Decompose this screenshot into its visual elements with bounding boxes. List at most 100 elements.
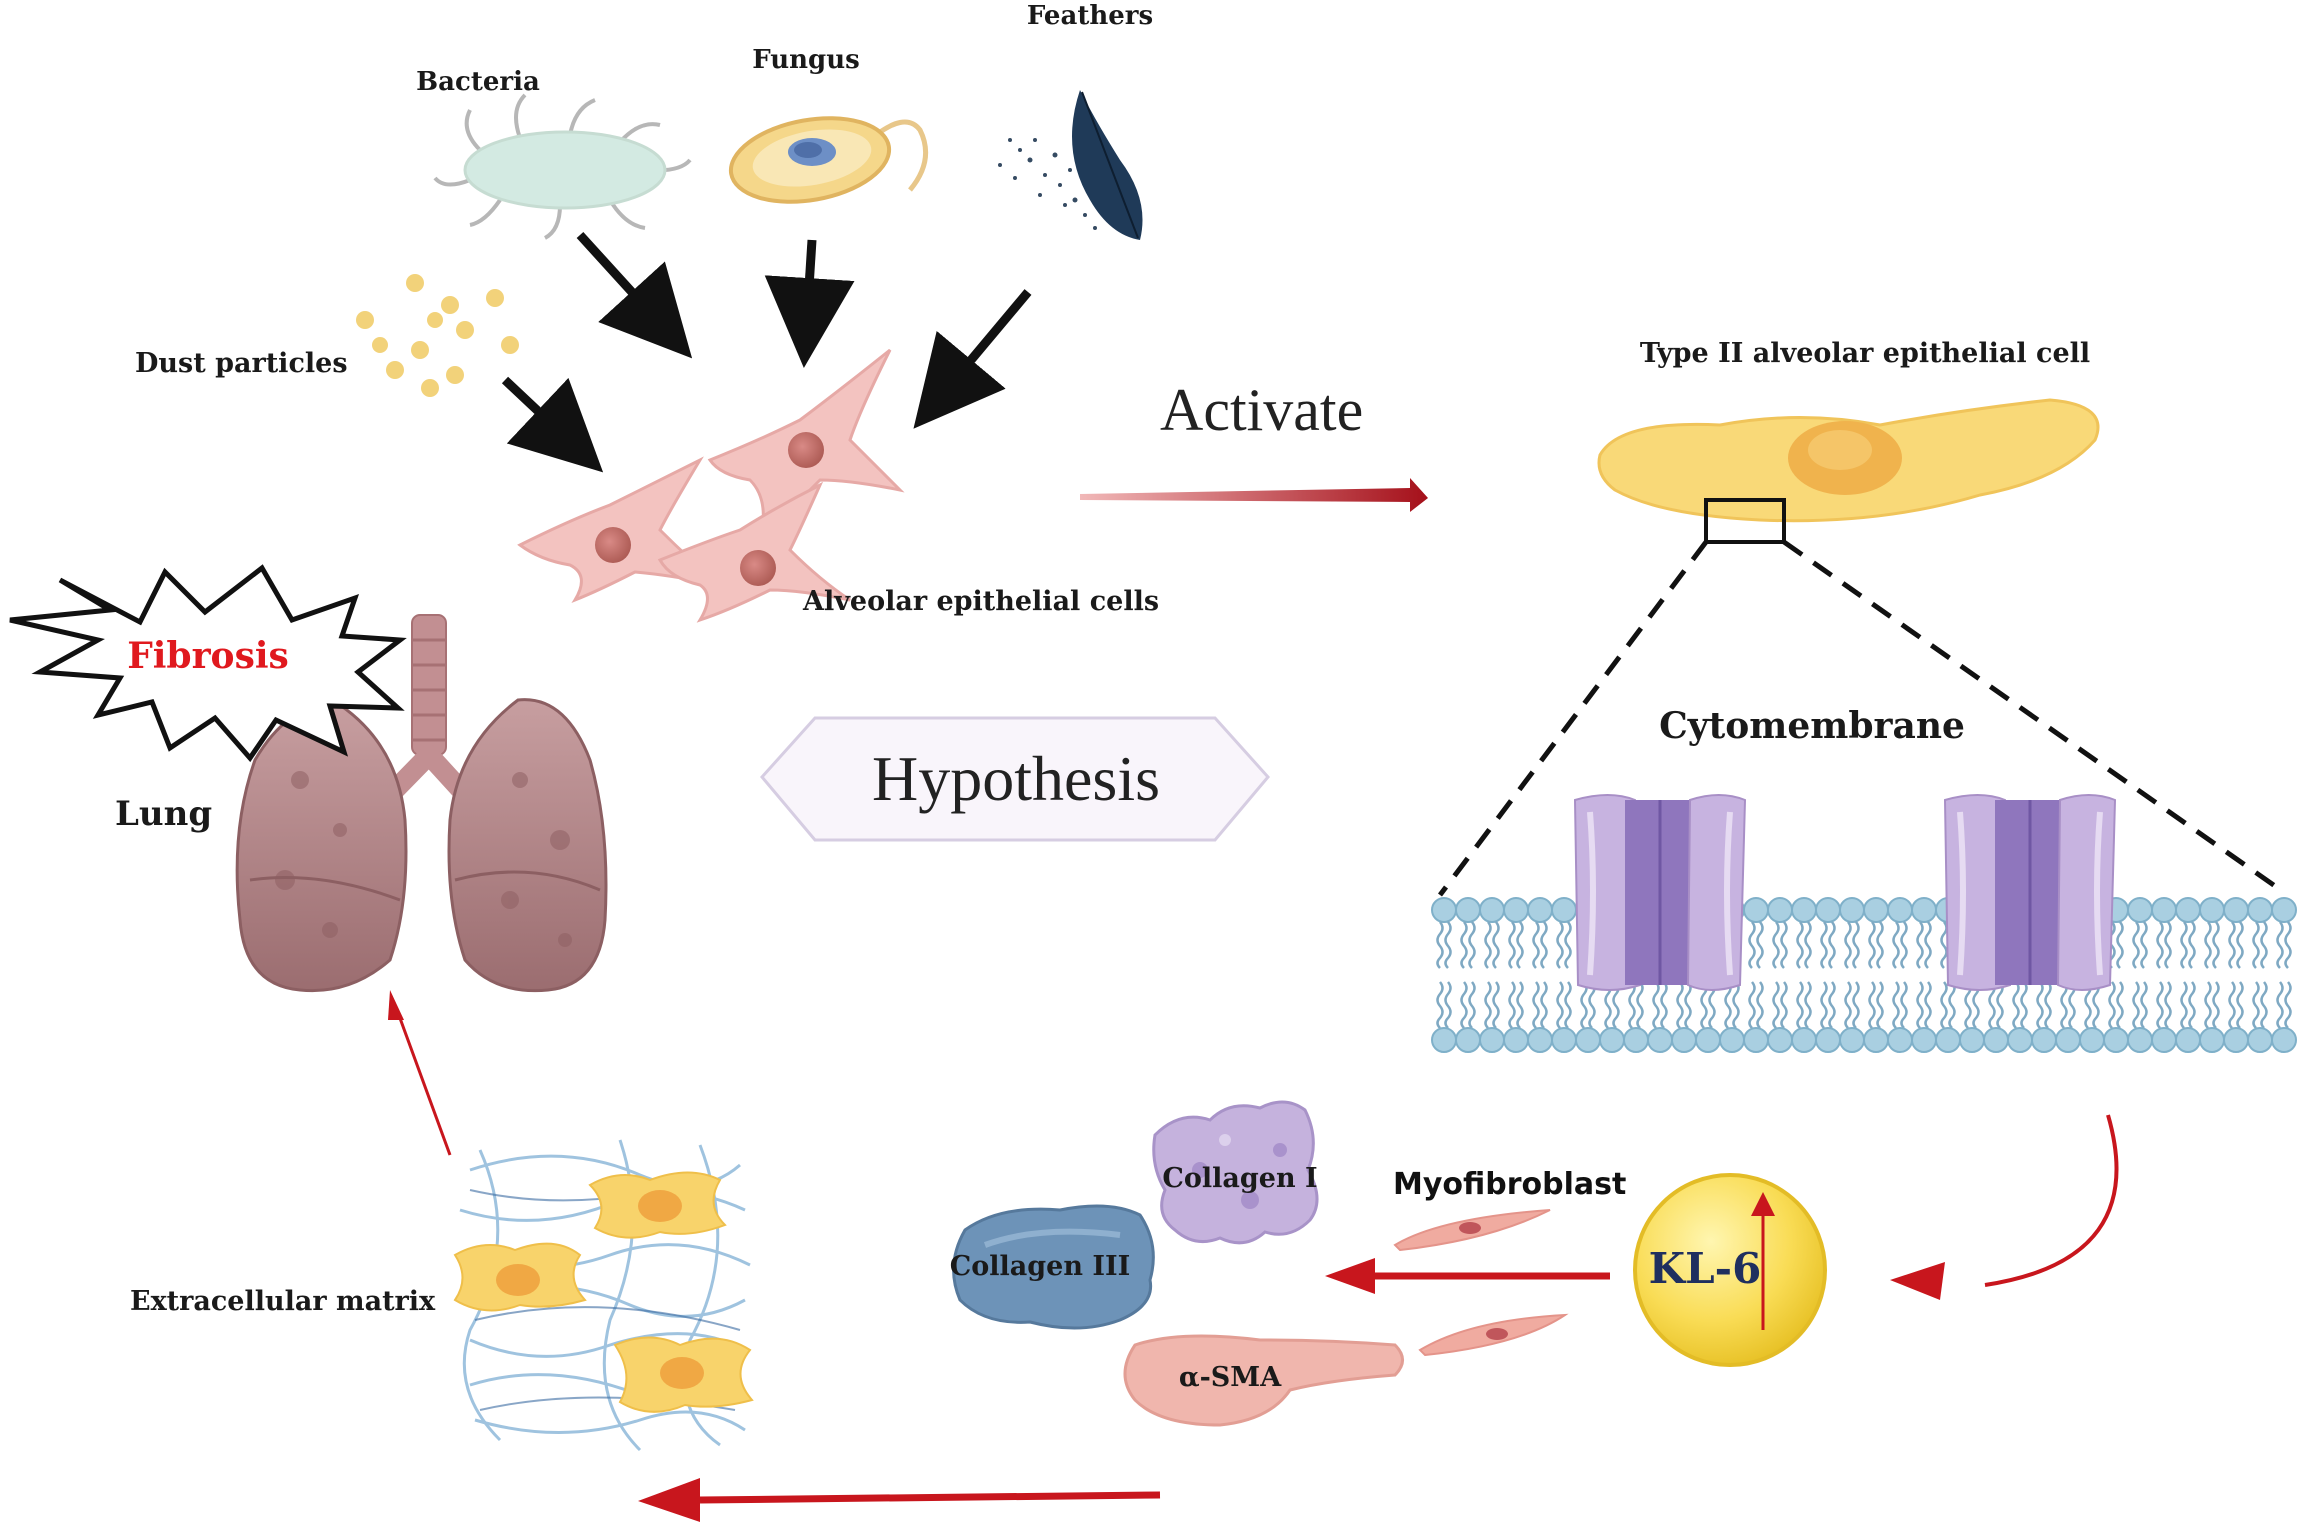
lipid-tail (2180, 981, 2188, 1029)
lipid-head-inner (1815, 1027, 1841, 1053)
lipid-tail (2156, 981, 2164, 1029)
zoom-box (1704, 498, 1786, 544)
lipid-tail (1876, 981, 1884, 1029)
lipid-head-inner (2247, 1027, 2273, 1053)
lipid-tail (1772, 981, 1780, 1029)
dust-particles-illustration (356, 274, 519, 397)
lipid-head-inner (1887, 1027, 1913, 1053)
collagen-1-label: Collagen I (1162, 1163, 1317, 1194)
lipid-tail (1460, 981, 1468, 1029)
lipid-tail (1460, 921, 1468, 969)
lipid-tail (1892, 921, 1900, 969)
lipid-tail (1540, 981, 1548, 1029)
lipid-head-inner (2271, 1027, 2297, 1053)
lipid-tail (1844, 981, 1852, 1029)
lipid-tail (2060, 981, 2068, 1029)
myofibroblast-cell-upper (1393, 1209, 1551, 1252)
lipid-head-outer (1815, 897, 1841, 923)
lipid-tail (2204, 981, 2212, 1029)
lipid-head-inner (2151, 1027, 2177, 1053)
fibrosis-label: Fibrosis (127, 635, 289, 677)
collagen-1-illustration (1152, 1100, 1319, 1245)
lipid-tail (1516, 981, 1524, 1029)
lipid-tail (1868, 981, 1876, 1029)
lipid-tail (1484, 981, 1492, 1029)
lipid-tail (2132, 981, 2140, 1029)
lipid-head-inner (2127, 1027, 2153, 1053)
lipid-head-inner (1791, 1027, 1817, 1053)
lipid-tail (1828, 981, 1836, 1029)
lipid-tail (2212, 921, 2220, 969)
lipid-head-outer (1791, 897, 1817, 923)
kl6-to-products-arrow (1325, 1258, 1610, 1294)
lipid-head-outer (1839, 897, 1865, 923)
lipid-tail (2116, 921, 2124, 969)
lipid-head-inner (1863, 1027, 1889, 1053)
lipid-head-outer (1863, 897, 1889, 923)
lipid-head-inner (1575, 1027, 1601, 1053)
lipid-head-inner (1479, 1027, 1505, 1053)
fungus-label: Fungus (752, 45, 860, 75)
lipid-head-outer (1911, 897, 1937, 923)
lipid-tail (1756, 921, 1764, 969)
fibrosis-starburst (9, 564, 407, 763)
feathers-arrow (913, 289, 1032, 429)
lipid-head-outer (2247, 897, 2273, 923)
lipid-tail (1780, 981, 1788, 1029)
lipid-tail (1772, 921, 1780, 969)
lipid-head-inner (1839, 1027, 1865, 1053)
lipid-head-inner (2175, 1027, 2201, 1053)
lipid-tail (1588, 981, 1596, 1029)
lipid-tail (2252, 981, 2260, 1029)
lipid-head-outer (1455, 897, 1481, 923)
lipid-tail (1852, 921, 1860, 969)
lipid-tail (2236, 921, 2244, 969)
lipid-head-inner (1719, 1027, 1745, 1053)
lipid-tail (1684, 981, 1692, 1029)
lipid-head-inner (1671, 1027, 1697, 1053)
lipid-tail (1924, 921, 1932, 969)
lipid-tail (2164, 921, 2172, 969)
feathers-label: Feathers (1027, 1, 1153, 31)
lipid-head-inner (1695, 1027, 1721, 1053)
lipid-tail (2212, 981, 2220, 1029)
ecm-to-lung-arrow (388, 990, 452, 1156)
lipid-head-inner (1911, 1027, 1937, 1053)
lipid-tail (1516, 921, 1524, 969)
products-to-ecm-arrow (638, 1478, 1161, 1522)
lipid-tail (2260, 981, 2268, 1029)
lipid-tail (2044, 981, 2052, 1029)
lipid-tail (2284, 981, 2292, 1029)
lipid-tail (2276, 981, 2284, 1029)
lipid-tail (1564, 921, 1572, 969)
lipid-head-inner (2079, 1027, 2105, 1053)
lipid-tail (1508, 981, 1516, 1029)
alveolar-epithelial-cells-label: Alveolar epithelial cells (802, 586, 1159, 617)
lipid-head-inner (2055, 1027, 2081, 1053)
membrane-to-kl6-arrowhead (1890, 1262, 1945, 1300)
bacteria-illustration (433, 93, 692, 240)
lipid-tail (1756, 981, 1764, 1029)
kl6-circle (1633, 1173, 1827, 1367)
lipid-tail (1492, 981, 1500, 1029)
lipid-tail (1444, 921, 1452, 969)
lipid-head-outer (2223, 897, 2249, 923)
lipid-tail (1844, 921, 1852, 969)
feather-illustration (998, 90, 1143, 240)
lipid-head-inner (1647, 1027, 1673, 1053)
lipid-tail (2140, 981, 2148, 1029)
bacteria-label: Bacteria (416, 67, 540, 97)
dust-arrow (501, 376, 604, 473)
lipid-tail (1676, 981, 1684, 1029)
type2-cell-label: Type II alveolar epithelial cell (1640, 338, 2090, 369)
source-arrows (501, 231, 1032, 473)
lipid-tail (1916, 921, 1924, 969)
lipid-tail (1820, 921, 1828, 969)
lipid-head-outer (1527, 897, 1553, 923)
lipid-head-outer (2127, 897, 2153, 923)
lipid-head-inner (1431, 1027, 1457, 1053)
lipid-tail (1636, 981, 1644, 1029)
lipid-tail (1828, 921, 1836, 969)
lipid-head-outer (1503, 897, 1529, 923)
lipid-head-inner (1455, 1027, 1481, 1053)
